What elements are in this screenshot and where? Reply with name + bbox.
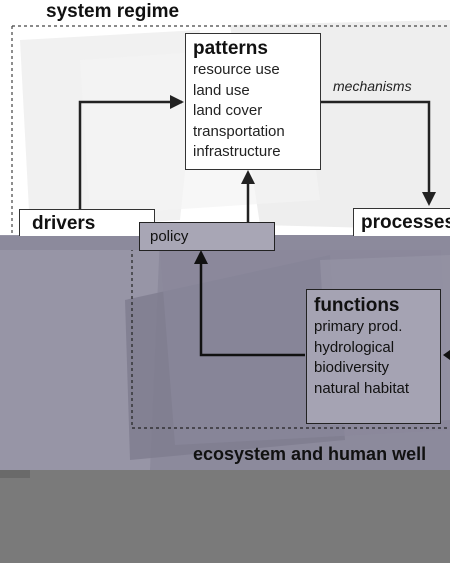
functions-title: functions bbox=[314, 295, 400, 316]
functions-item: biodiversity bbox=[314, 359, 390, 376]
processes-title: processes bbox=[361, 212, 450, 233]
policy-box: policy bbox=[139, 222, 275, 251]
patterns-item: infrastructure bbox=[193, 143, 281, 160]
mechanisms-arrow bbox=[320, 100, 431, 196]
functions-to-policy-arrow bbox=[199, 258, 305, 357]
patterns-item: land use bbox=[193, 81, 250, 99]
functions-item: hydrological bbox=[314, 338, 395, 356]
drivers-to-patterns-arrow bbox=[78, 100, 182, 212]
system-regime-label: system regime bbox=[46, 1, 180, 22]
policy-title: policy bbox=[150, 228, 189, 245]
functions-item: primary prod. bbox=[314, 318, 403, 335]
ecosystem-label: ecosystem and human well bbox=[193, 444, 427, 464]
mechanisms-label: mechanisms bbox=[333, 78, 412, 94]
patterns-title: patterns bbox=[193, 38, 268, 59]
functions-item: natural habitat bbox=[314, 379, 410, 397]
patterns-box: patterns resource use land use land cove… bbox=[185, 33, 321, 170]
patterns-item: resource use bbox=[193, 61, 280, 78]
patterns-item: land cover bbox=[193, 102, 263, 119]
functions-box: functions primary prod. hydrological bio… bbox=[306, 289, 441, 424]
drivers-title: drivers bbox=[32, 213, 96, 234]
patterns-item: transportation bbox=[193, 122, 285, 140]
